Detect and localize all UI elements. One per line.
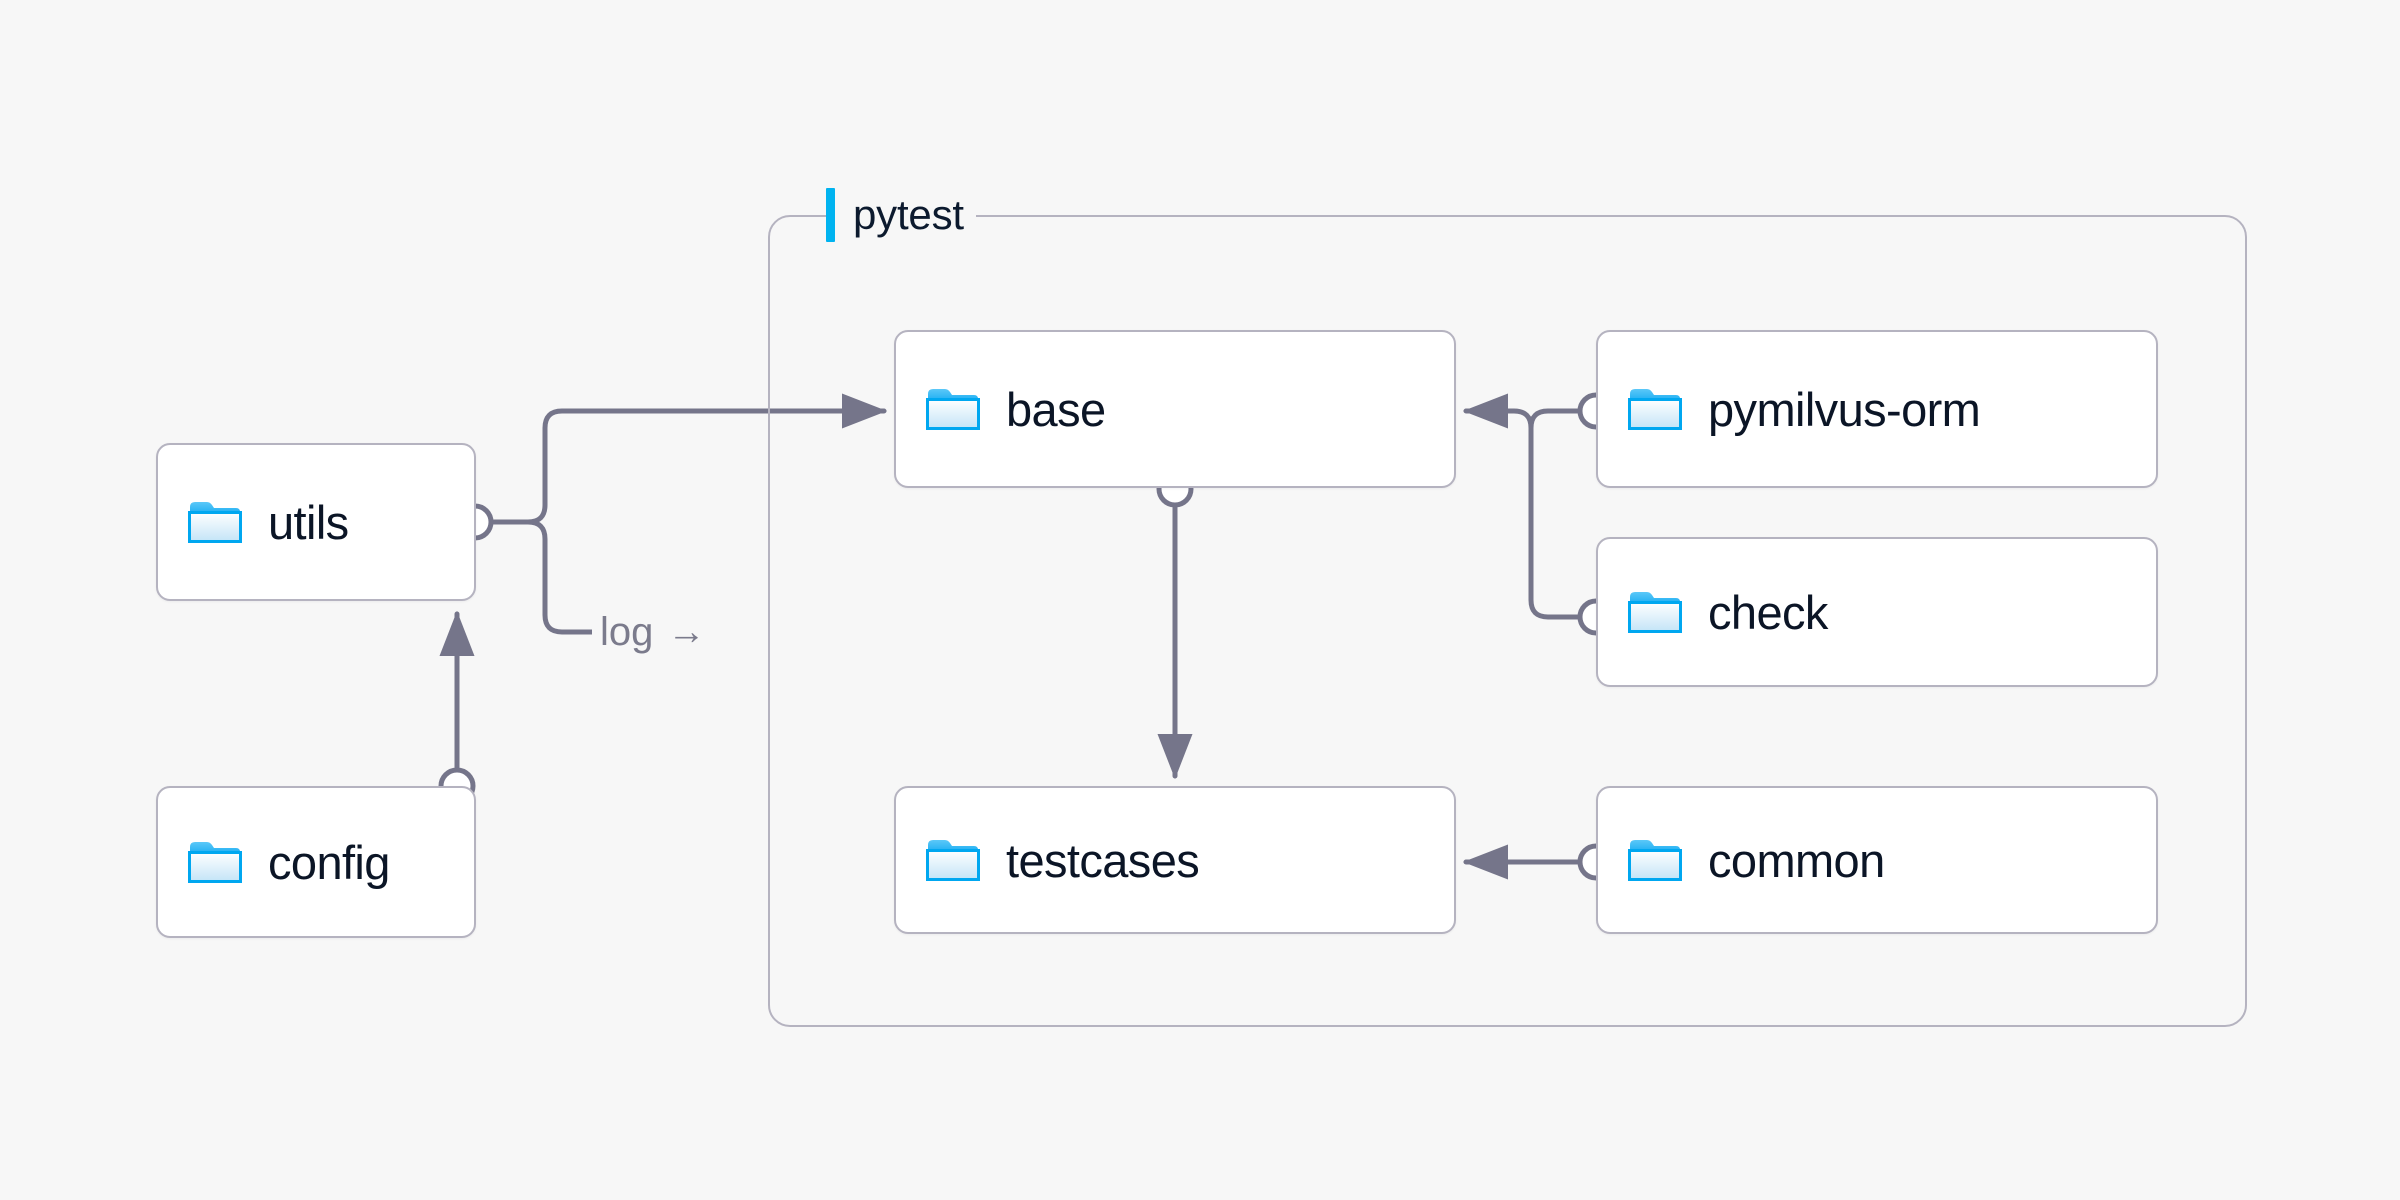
- node-label: base: [1006, 382, 1106, 436]
- node-testcases[interactable]: testcases: [894, 786, 1456, 934]
- group-label-text: pytest: [853, 191, 964, 238]
- node-utils[interactable]: utils: [156, 443, 476, 601]
- folder-icon: [926, 386, 980, 432]
- node-pymilvus-orm[interactable]: pymilvus-orm: [1596, 330, 2158, 488]
- node-config[interactable]: config: [156, 786, 476, 938]
- edge-utils-log: [525, 519, 595, 635]
- node-label: utils: [268, 495, 349, 549]
- folder-icon: [188, 499, 242, 545]
- folder-icon: [926, 837, 980, 883]
- node-label: pymilvus-orm: [1708, 382, 1981, 436]
- edge-label-log: log →: [592, 610, 714, 654]
- group-pytest[interactable]: [768, 215, 2247, 1027]
- node-check[interactable]: check: [1596, 537, 2158, 687]
- edge-label-log-text: log: [600, 610, 654, 654]
- node-label: testcases: [1006, 833, 1200, 887]
- folder-icon: [188, 839, 242, 885]
- node-label: check: [1708, 585, 1828, 639]
- folder-icon: [1628, 589, 1682, 635]
- node-label: config: [268, 835, 390, 889]
- arrow-right-icon: →: [667, 611, 706, 653]
- group-pytest-label: pytest: [826, 188, 976, 242]
- folder-icon: [1628, 837, 1682, 883]
- folder-icon: [1628, 386, 1682, 432]
- node-base[interactable]: base: [894, 330, 1456, 488]
- node-common[interactable]: common: [1596, 786, 2158, 934]
- node-label: common: [1708, 833, 1885, 887]
- group-accent-bar: [826, 188, 835, 242]
